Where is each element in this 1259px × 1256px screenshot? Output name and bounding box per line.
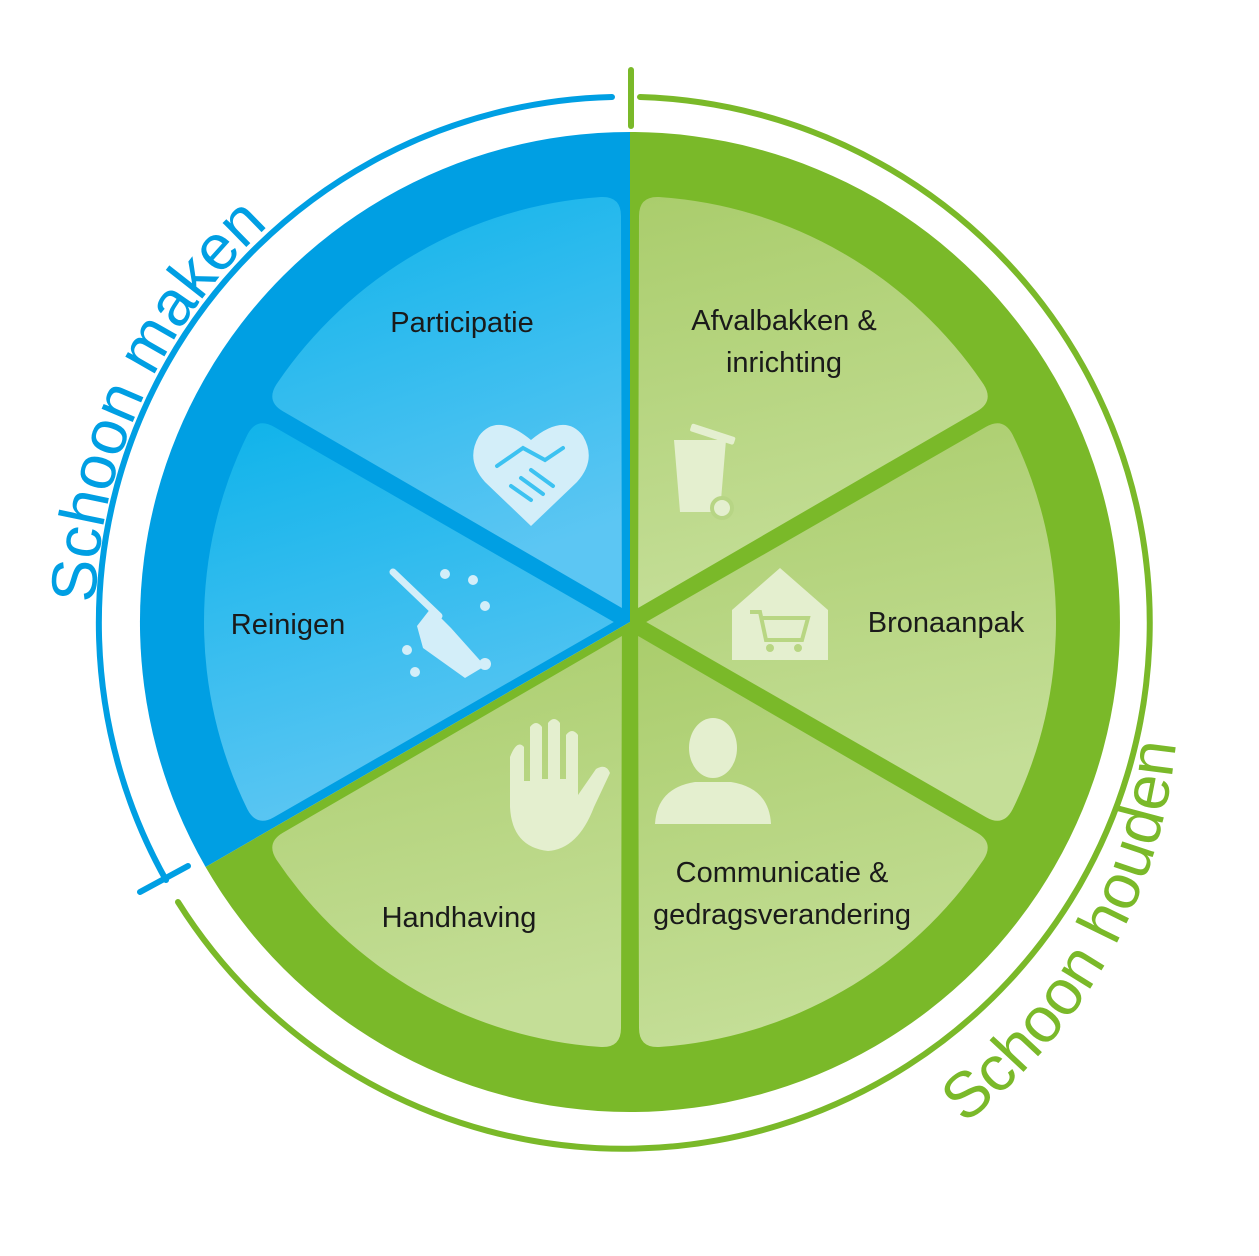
schoon-maken-bracket-end — [137, 863, 191, 895]
segment-label-line: Afvalbakken & — [691, 305, 876, 337]
segment-wedge-bronaanpak — [646, 423, 1056, 821]
house-cart-icon — [732, 568, 828, 660]
segment-wedge-reinigen — [203, 423, 614, 821]
segment-label-handhaving: Handhaving — [382, 902, 537, 934]
segment-label-line: Handhaving — [382, 902, 537, 934]
segment-label-line: Bronaanpak — [868, 607, 1025, 639]
segment-label-line: Communicatie & — [676, 857, 889, 889]
segments: Afvalbakken & inrichting Bronaanpak Commu… — [203, 196, 1056, 1048]
schoon-maken-bracket — [95, 94, 615, 883]
segment-label-line: inrichting — [726, 347, 842, 379]
schoon-houden-bracket — [175, 94, 1153, 1152]
broom-icon — [389, 568, 491, 678]
segment-label-participatie: Participatie — [390, 307, 533, 339]
segment-label-communicatie: Communicatie & gedragsverandering — [653, 857, 911, 931]
segment-label-afvalbakken: Afvalbakken & inrichting — [691, 305, 876, 379]
segment-label-reinigen: Reinigen — [231, 609, 345, 641]
segment-handhaving: Handhaving — [272, 636, 622, 1048]
segment-label-line: Reinigen — [231, 609, 345, 641]
segment-label-line: gedragsverandering — [653, 899, 911, 931]
segment-label-bronaanpak: Bronaanpak — [868, 607, 1025, 639]
waste-bin-icon — [674, 423, 736, 520]
segment-afvalbakken: Afvalbakken & inrichting — [638, 196, 988, 608]
person-icon — [655, 718, 771, 824]
segment-bronaanpak: Bronaanpak — [646, 423, 1056, 821]
handshake-heart-icon — [473, 424, 589, 526]
segment-label-line: Participatie — [390, 307, 533, 339]
segment-reinigen: Reinigen — [203, 423, 614, 821]
segment-participatie: Participatie — [272, 196, 622, 608]
stop-hand-icon — [510, 719, 610, 851]
segment-communicatie: Communicatie & gedragsverandering — [638, 636, 988, 1048]
